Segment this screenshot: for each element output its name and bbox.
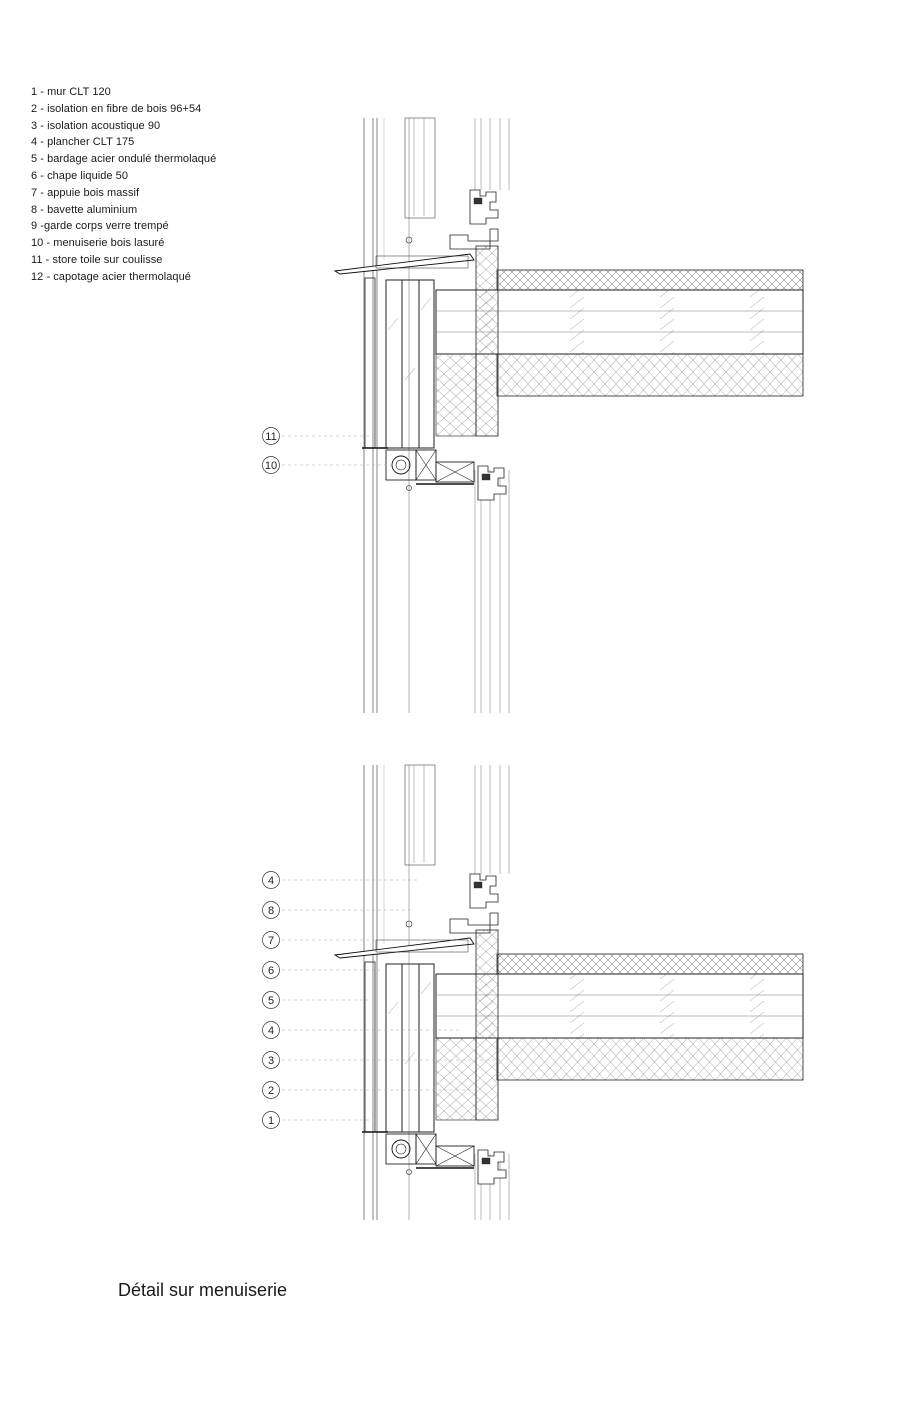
store-roll-core [395,1143,407,1155]
callout-number: 8 [268,905,274,917]
callout-marker [262,871,280,889]
window-frame-profile [469,189,499,225]
legend-list: 1 - mur CLT 120 2 - isolation en fibre d… [31,84,216,286]
timber-cross [435,1145,475,1167]
isolation-fibre-bois [475,245,499,437]
window-frame-profile [469,873,499,909]
callout-number: 6 [268,965,274,977]
callout-number: 7 [268,935,274,947]
grain-line [404,367,416,381]
timber-cross [435,461,475,483]
store-roll [391,455,411,475]
legend-item: 10 - menuiserie bois lasuré [31,237,165,250]
bavette-aluminium [333,937,475,959]
timber-cross [415,1133,437,1165]
store-coulisse [404,117,436,219]
legend-item: 6 - chape liquide 50 [31,169,129,182]
callout-number: 4 [268,1025,274,1037]
appui-bois-massif [375,255,469,269]
window-seal [481,1157,491,1165]
isolation-acoustique [496,1037,804,1081]
store-coulisse [404,764,436,866]
window-frame-profile [477,465,507,501]
callout-marker [262,901,280,919]
callout-marker [262,427,280,445]
window-seal [473,881,483,889]
callout-marker [262,1111,280,1129]
window-seal [473,197,483,205]
callout-number: 1 [268,1115,274,1127]
callout-marker [262,961,280,979]
section-bottom [333,764,804,1220]
mur-clt-layer [401,279,420,449]
callout-marker [262,991,280,1009]
callout-marker [262,931,280,949]
grain-line [420,981,432,995]
isolation-acoustique [496,353,804,397]
legend-item: 8 - bavette aluminium [31,203,138,216]
callout-number: 3 [268,1055,274,1067]
grain-line [420,297,432,311]
grain-line [404,1051,416,1065]
window-sill-frame [449,228,499,250]
chape-liquide [496,953,804,975]
lintel-timber [435,1145,475,1167]
legend-item: 4 - plancher CLT 175 [31,136,135,149]
mur-clt-layer [401,963,420,1133]
legend-item: 9 -garde corps verre trempé [31,220,169,233]
callout-number: 5 [268,995,274,1007]
legend-item: 2 - isolation en fibre de bois 96+54 [31,102,202,115]
store-roll [391,1139,411,1159]
callout-number: 11 [265,431,276,443]
legend-item: 1 - mur CLT 120 [31,86,111,98]
mur-clt-layer [418,279,435,449]
bardage-acier [364,277,376,449]
lintel-timber [435,461,475,483]
window-seal [481,473,491,481]
window-sill-frame [449,912,499,934]
isolation-fibre-bois [435,1037,477,1121]
isolation-fibre-bois [475,929,499,1121]
chape-liquide [496,269,804,291]
store-box [385,1133,417,1165]
callout-marker [262,1021,280,1039]
legend-item: 12 - capotage acier thermolaqué [31,270,191,283]
callouts-bottom: 4 8 7 6 5 4 3 2 1 [262,871,500,1129]
section-top [333,117,804,713]
isolation-fibre-bois [435,353,477,437]
store-roll-core [395,459,407,471]
fixing-detail [405,236,413,244]
drawing-caption: Détail sur menuiserie [118,1280,288,1300]
callout-marker [262,1051,280,1069]
legend-item: 7 - appuie bois massif [31,186,140,199]
callout-number: 10 [265,460,277,472]
callout-number: 4 [268,875,274,887]
callout-number: 2 [268,1085,274,1097]
bavette-aluminium [333,253,475,275]
mur-clt-layer [418,963,435,1133]
fixing-detail [406,485,412,491]
callouts-top: 11 10 [262,427,395,474]
timber-cross [415,449,437,481]
grain-line [387,1001,399,1015]
fixing-detail [405,920,413,928]
fixing-detail [406,1169,412,1175]
grain-line [387,317,399,331]
callout-marker [262,456,280,474]
legend-item: 5 - bardage acier ondulé thermolaqué [31,153,217,166]
bardage-acier [364,961,376,1133]
mur-clt-layer [385,963,403,1133]
legend-item: 11 - store toile sur coulisse [31,253,163,266]
callout-marker [262,1081,280,1099]
window-frame-profile [477,1149,507,1185]
legend-item: 3 - isolation acoustique 90 [31,119,161,132]
mur-clt-layer [385,279,403,449]
